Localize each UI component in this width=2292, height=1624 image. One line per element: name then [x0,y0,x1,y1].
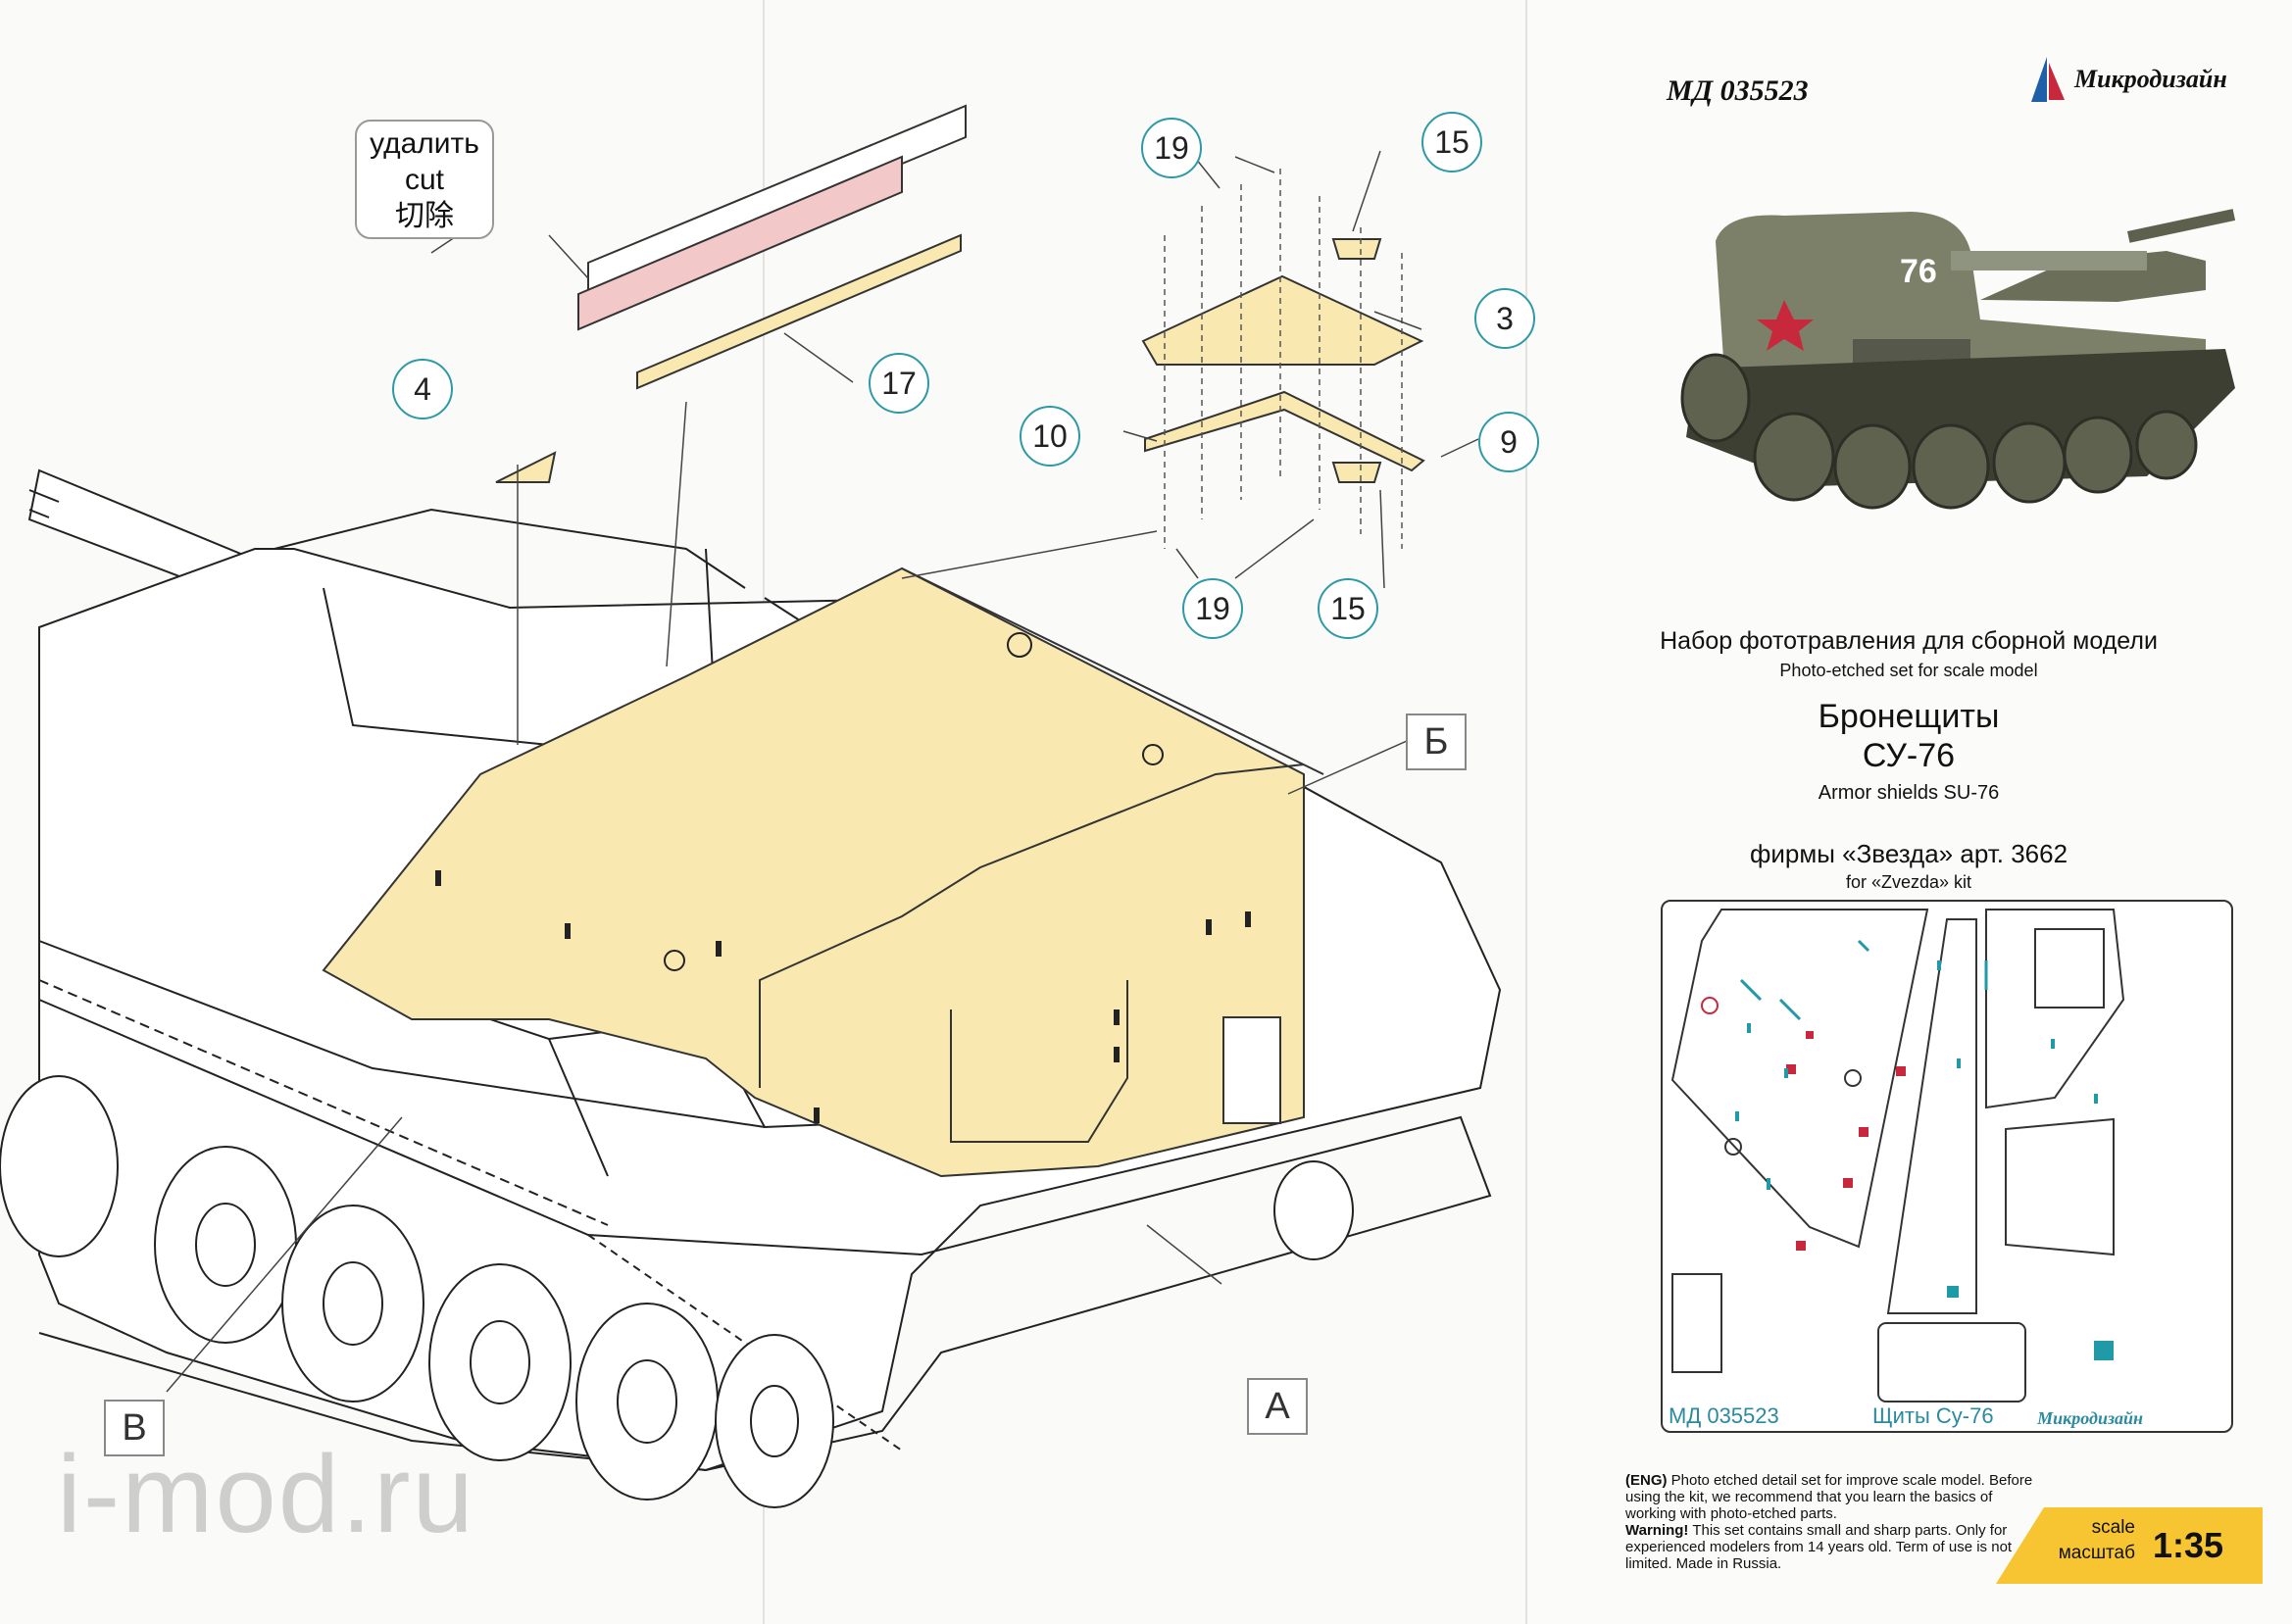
scale-value: 1:35 [2153,1525,2224,1565]
callout-19-top: 19 [1141,118,1202,178]
vehicle-photo: 76 [1657,192,2245,565]
sheet-title: Щиты Су-76 [1872,1403,1994,1428]
view-label-b: Б [1406,714,1467,770]
scale-label: scale масштаб [2037,1515,2135,1566]
callout-9: 9 [1478,412,1539,472]
callout-4: 4 [392,359,453,419]
product-name-ru-2: СУ-76 [1862,737,1956,774]
etch-sheet: МД 035523 Щиты Су-76 Микродизайн [1661,900,2233,1433]
view-label-a: А [1247,1378,1308,1435]
scale-badge [1996,1507,2263,1584]
english-note-warning: Warning! [1625,1522,1689,1539]
brand-name: Микродизайн [2074,65,2227,93]
sheet-code: МД 035523 [1669,1403,1779,1428]
callout-19-bottom: 19 [1182,578,1243,639]
brand-logo: Микродизайн [2027,55,2227,104]
cut-label-zh: 切除 [395,200,454,232]
tank-number: 76 [1900,253,1937,290]
english-note: (ENG) Photo etched detail set for improv… [1625,1472,2047,1572]
kit-ref-ru: фирмы «Звезда» арт. 3662 [1749,839,2068,868]
callout-15-bottom: 15 [1318,578,1378,639]
cut-label-en: cut [404,164,445,196]
brand-sail-icon [2031,57,2065,102]
scale-label-ru: масштаб [2058,1543,2135,1563]
callout-17: 17 [869,353,929,414]
assembly-drawing [0,104,1502,1508]
sheet-brand: Микродизайн [2037,1408,2143,1428]
etch-sheet-parts [1670,909,2125,1403]
cut-label-ru: удалить [370,127,479,160]
english-note-text-1: Photo etched detail set for improve scal… [1625,1472,2033,1522]
product-name-en: Armor shields SU-76 [1818,782,2000,804]
view-label-v: В [104,1400,165,1456]
callout-15-top: 15 [1421,112,1482,172]
cut-label: удалить cut 切除 [355,120,494,239]
fold-line [1525,0,1527,1624]
callout-3: 3 [1474,288,1535,349]
set-title-ru: Набор фототравления для сборной модели [1660,627,2158,655]
callout-10: 10 [1020,406,1080,467]
english-note-text-2: This set contains small and sharp parts.… [1625,1522,2013,1572]
watermark: i-mod.ru [57,1433,475,1555]
kit-code: МД 035523 [1667,74,1809,107]
scale-label-en: scale [2091,1517,2135,1538]
english-note-lead: (ENG) [1625,1472,1668,1489]
set-title-en: Photo-etched set for scale model [1779,661,2038,680]
kit-ref-en: for «Zvezda» kit [1845,872,1972,892]
product-name-ru-1: Бронещиты [1818,698,2000,735]
